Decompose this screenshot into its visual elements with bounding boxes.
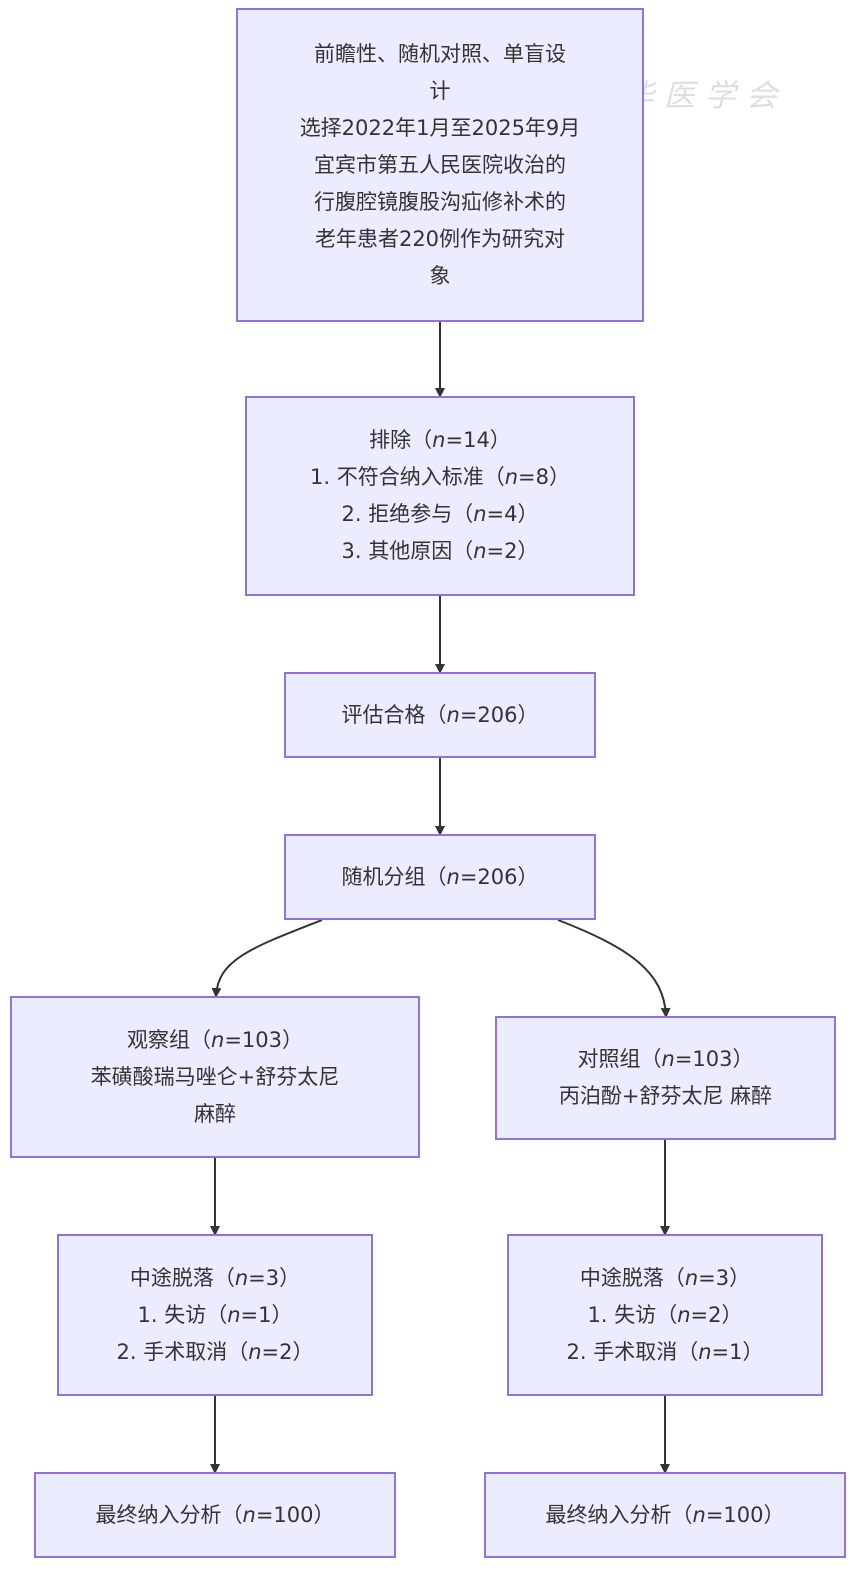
control-group-node: 对照组（n=103） 丙泊酚+舒芬太尼 麻醉 xyxy=(495,1016,836,1140)
screening-line: 行腹腔镜腹股沟疝修补术的 xyxy=(314,189,566,214)
screening-line: 选择2022年1月至2025年9月 xyxy=(299,115,581,140)
control-dropout-cancelled: 2. 手术取消（n=1） xyxy=(566,1339,764,1364)
arrow-randomized-to-observation xyxy=(211,919,323,998)
observation-group-node: 观察组（n=103） 苯磺酸瑞马唑仑+舒芬太尼 麻醉 xyxy=(10,996,420,1158)
exclusion-reason-other: 3. 其他原因（n=2） xyxy=(341,539,539,563)
exclusion-title: 排除（n=14） xyxy=(369,428,511,452)
observation-group-intervention: 苯磺酸瑞马唑仑+舒芬太尼 xyxy=(90,1064,340,1089)
control-final-node: 最终纳入分析（n=100） xyxy=(484,1472,846,1558)
control-dropout-title: 中途脱落（n=3） xyxy=(579,1265,751,1290)
observation-group-title: 观察组（n=103） xyxy=(127,1027,303,1052)
screening-line: 前瞻性、随机对照、单盲设 xyxy=(314,41,566,66)
randomized-label: 随机分组（n=206） xyxy=(341,864,539,889)
screening-line: 象 xyxy=(429,263,451,288)
observation-group-intervention: 麻醉 xyxy=(194,1101,236,1126)
observation-final-label: 最终纳入分析（n=100） xyxy=(95,1502,335,1527)
control-dropout-node: 中途脱落（n=3） 1. 失访（n=2） 2. 手术取消（n=1） xyxy=(507,1234,823,1396)
control-group-intervention: 丙泊酚+舒芬太尼 麻醉 xyxy=(558,1084,773,1108)
observation-final-node: 最终纳入分析（n=100） xyxy=(34,1472,396,1558)
exclusion-reason-refused: 2. 拒绝参与（n=4） xyxy=(341,502,539,526)
control-dropout-lost: 1. 失访（n=2） xyxy=(587,1302,743,1327)
observation-dropout-node: 中途脱落（n=3） 1. 失访（n=1） 2. 手术取消（n=2） xyxy=(57,1234,373,1396)
observation-dropout-title: 中途脱落（n=3） xyxy=(129,1265,301,1290)
eligible-node: 评估合格（n=206） xyxy=(284,672,596,758)
control-group-title: 对照组（n=103） xyxy=(577,1047,754,1071)
observation-dropout-lost: 1. 失访（n=1） xyxy=(137,1302,293,1327)
exclusion-reason-criteria: 1. 不符合纳入标准（n=8） xyxy=(310,465,570,489)
screening-node: 前瞻性、随机对照、单盲设 计 选择2022年1月至2025年9月 宜宾市第五人民… xyxy=(236,8,644,322)
screening-line: 宜宾市第五人民医院收治的 xyxy=(314,152,566,177)
eligible-label: 评估合格（n=206） xyxy=(341,702,539,727)
randomized-node: 随机分组（n=206） xyxy=(284,834,596,920)
observation-dropout-cancelled: 2. 手术取消（n=2） xyxy=(116,1339,314,1364)
screening-line: 老年患者220例作为研究对 xyxy=(314,226,566,251)
exclusion-node: 排除（n=14） 1. 不符合纳入标准（n=8） 2. 拒绝参与（n=4） 3.… xyxy=(245,396,635,596)
arrow-randomized-to-control xyxy=(557,919,671,1018)
control-final-label: 最终纳入分析（n=100） xyxy=(545,1502,785,1527)
screening-line: 计 xyxy=(429,78,451,103)
